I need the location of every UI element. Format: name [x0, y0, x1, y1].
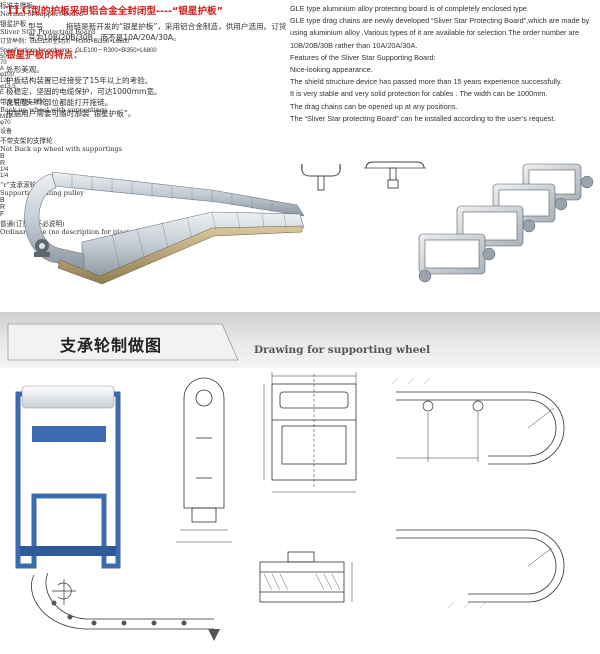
label-F: F [0, 211, 5, 218]
ordinary-type-drawing [396, 529, 565, 609]
section-title-en: Drawing for supporting wheel [254, 344, 431, 356]
en-feature-1: Nice-looking appearance. [290, 65, 373, 75]
chain-modules-illustration [418, 163, 594, 283]
section-title-tab [7, 323, 239, 361]
en-feature-4: The drag chains can be opened up at any … [290, 101, 458, 111]
dim-50: 50 [0, 54, 7, 60]
order-example-en: Specifications for ordering：GLE100－R300×… [0, 48, 157, 54]
label-135: φ13.5 [0, 84, 16, 90]
en-title: GLE type aluminium alloy protecting boar… [290, 4, 529, 13]
en-feature-2: The shield structure device has passed m… [290, 77, 563, 87]
drag-chain-illustration [24, 171, 305, 285]
label-E: E [0, 90, 5, 96]
normal-board-caption-cn: 标准支撑板 [0, 2, 33, 10]
label-phi100: φ100 [0, 72, 14, 78]
cn-feature-1: 外形美观。 [6, 65, 44, 74]
not-back-up-caption-en: Not Back up wheel with supportings [0, 145, 123, 153]
label-quarter-2: 1/4 [0, 173, 9, 179]
cn-features-heading: 银星护板的特点： [6, 50, 83, 61]
cn-feature-2: 护板结构装置已经接受了15年以上的考验。 [6, 76, 153, 85]
en-intro: GLE type aluminium alloy protecting boar… [290, 3, 594, 125]
label-m12: M12 [0, 114, 12, 120]
normal-support-board-icon [301, 163, 341, 191]
label-120: 120 [0, 78, 11, 84]
label-B-top: B [0, 153, 5, 160]
silver-star-board-icon [364, 161, 426, 189]
ordinary-caption-en: Ordinary type (no description for placin… [0, 228, 200, 236]
cn-feature-3: 极稳定，坚固的电缆保护，可达1000mm宽。 [6, 87, 162, 96]
dim-70: 70 [0, 60, 7, 66]
cn-paragraph: 型号 拖链是新开发的“银星护板”，采用铝合金制造，供用户选用。订货号为10B/2… [28, 22, 287, 42]
rolling-pulley-drawing [391, 377, 565, 465]
cn-title: TLG型的护板采用铝合金全封闭型----“银星护板” [6, 4, 292, 19]
section-title-cn: 支承轮制做图 [60, 336, 163, 355]
silver-board-caption-cn: 银星护板 [0, 20, 27, 28]
side-view-drawing [176, 377, 232, 543]
cn-feature-4: 在任意一个部位都能打开拖链。 [6, 98, 113, 107]
cn-feature-5: 根据用户需要可随时加装“银星护板”。 [6, 109, 136, 118]
silver-board-caption-en: Sliver Star Protecting Board [0, 28, 96, 36]
en-feature-5: The “Sliver Star protecting Board” can h… [290, 113, 556, 123]
en-feature-3: It is very stable and very solid protect… [290, 89, 548, 99]
back-up-caption-en: Back up wheel with supportings [0, 106, 108, 114]
chain-bend-drawing [31, 572, 220, 641]
back-up-wheel-drawing [263, 372, 357, 493]
order-example-cn: 订货举例：GLE100全封闭－R300×Bi350×L6800 [0, 39, 130, 45]
label-A: A [0, 66, 5, 72]
back-up-caption-cn: 带支架的支撑轮 [0, 98, 47, 106]
label-R-bottom: R [0, 204, 6, 211]
support-wheel-frame-illustration [15, 385, 121, 569]
cn-title-body: 型的护板采用铝合金全封闭型----“银星护板” [31, 6, 223, 17]
rolling-caption-cn: “r”支承滚轮 [0, 181, 37, 189]
label-R-top: R [0, 160, 6, 167]
not-back-up-wheel-drawing [259, 551, 353, 603]
label-B-bottom: B [0, 197, 5, 204]
label-quarter-1: 1/4 [0, 167, 9, 173]
normal-board-caption-en: Normal of support board [0, 10, 84, 18]
label-sb: 设备 [0, 129, 13, 135]
cn-intro: TLG型的护板采用铝合金全封闭型----“银星护板” 型号 拖链是新开发的“银星… [6, 4, 292, 119]
cn-title-prefix: TLG [6, 4, 32, 17]
not-back-up-caption-cn: 不带支架的支撑轮 [0, 137, 53, 145]
label-phi70: φ70 [0, 120, 11, 126]
en-features-heading: Features of the Sliver Star Supporting B… [290, 52, 436, 62]
en-paragraph: GLE type drag chains are newly developed… [290, 16, 590, 50]
